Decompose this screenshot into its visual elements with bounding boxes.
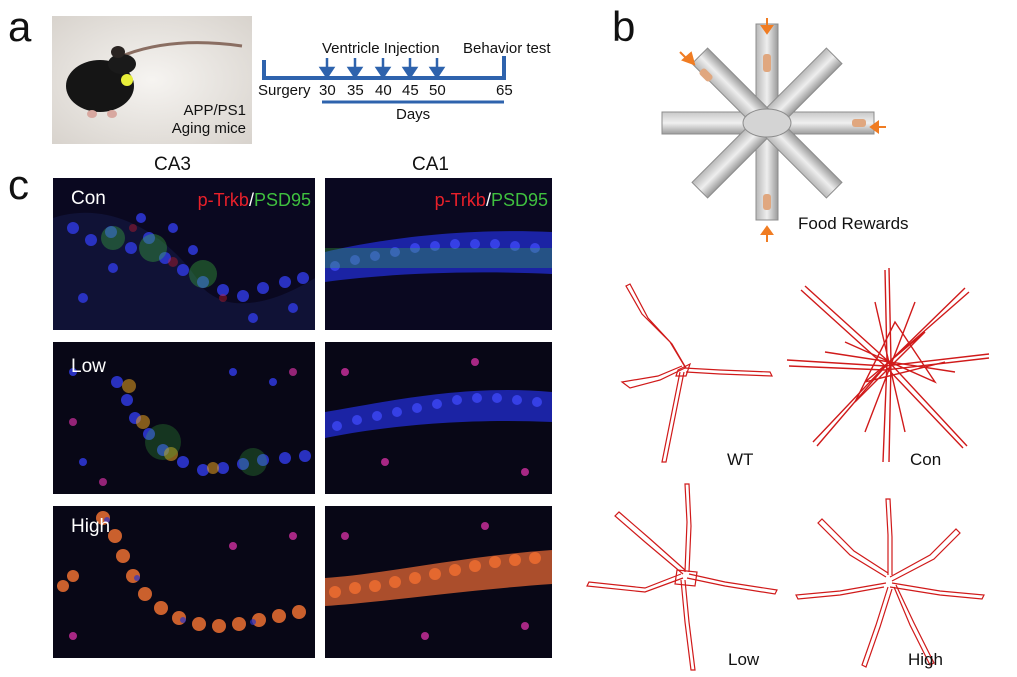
maze-diagram: [661, 18, 886, 242]
micrograph-ca1-low: [325, 342, 552, 494]
day-40: 40: [375, 82, 392, 99]
row-label-low: Low: [71, 356, 106, 377]
days-axis-label: Days: [396, 106, 431, 123]
injection-label: Ventricle Injection: [322, 40, 440, 57]
panel-label-b: b: [612, 3, 636, 50]
micrograph-ca3-high-image: [53, 506, 315, 658]
micrograph-ca1-con-image: [325, 178, 552, 330]
marker-separator: /: [248, 190, 254, 210]
panel-label-c: c: [8, 161, 29, 208]
column-title-ca1: CA1: [412, 154, 449, 175]
timeline-graphic: [262, 56, 506, 104]
behavior-test-label: Behavior test: [463, 40, 551, 57]
surgery-label: Surgery: [258, 82, 311, 99]
marker-psd95: PSD95: [253, 190, 311, 210]
micrograph-ca3-con-image: [53, 178, 315, 330]
day-30: 30: [319, 82, 336, 99]
track-high-label: High: [908, 650, 943, 669]
day-35: 35: [347, 82, 364, 99]
track-wt-trace: [620, 283, 773, 463]
timeline: Ventricle Injection Behavior test Surger…: [258, 36, 568, 148]
day-45: 45: [402, 82, 419, 99]
micrograph-ca1-con: p-Trkb/PSD95: [325, 178, 552, 330]
reward-arrows: [679, 18, 886, 242]
mouse-age-label: Aging mice: [171, 120, 246, 137]
track-high: High: [790, 495, 990, 672]
day-50: 50: [429, 82, 446, 99]
marker-legend-ca3: p-Trkb/PSD95: [198, 190, 311, 211]
mouse-illustration: [52, 16, 252, 144]
panel-label-a: a: [8, 3, 32, 50]
track-con: Con: [785, 262, 995, 472]
marker-ptrkb-ca1: p-Trkb: [434, 190, 486, 210]
micrograph-ca3-low-image: [53, 342, 315, 494]
micrograph-ca3-con: Con p-Trkb/PSD95: [53, 178, 315, 330]
mouse-strain-label: APP/PS1: [183, 102, 246, 119]
row-label-con: Con: [71, 188, 106, 209]
micrograph-ca1-low-image: [325, 342, 552, 494]
track-con-trace: [786, 267, 990, 463]
radial-arm-maze: [650, 16, 890, 244]
row-label-high: High: [71, 516, 111, 537]
marker-separator-ca1: /: [485, 190, 491, 210]
food-rewards-label: Food Rewards: [798, 214, 909, 233]
track-high-trace: [795, 498, 985, 668]
micrograph-ca3-low: Low: [53, 342, 315, 494]
injection-arrows: [318, 58, 446, 80]
mouse-photo: APP/PS1 Aging mice: [52, 16, 252, 144]
track-wt: WT: [590, 272, 780, 472]
marker-ptrkb: p-Trkb: [197, 190, 249, 210]
column-title-ca3: CA3: [154, 154, 191, 175]
track-low-label: Low: [728, 650, 760, 669]
track-con-label: Con: [910, 450, 942, 469]
food-reward-wells: [699, 54, 866, 210]
micrograph-ca1-high-image: [325, 506, 552, 658]
micrograph-ca3-high: High: [53, 506, 315, 658]
marker-psd95-ca1: PSD95: [490, 190, 548, 210]
track-low: Low: [585, 482, 785, 672]
track-wt-label: WT: [727, 450, 754, 469]
micrograph-ca1-high: [325, 506, 552, 658]
marker-legend-ca1: p-Trkb/PSD95: [435, 190, 548, 211]
day-65: 65: [496, 82, 513, 99]
track-low-trace: [586, 483, 778, 671]
